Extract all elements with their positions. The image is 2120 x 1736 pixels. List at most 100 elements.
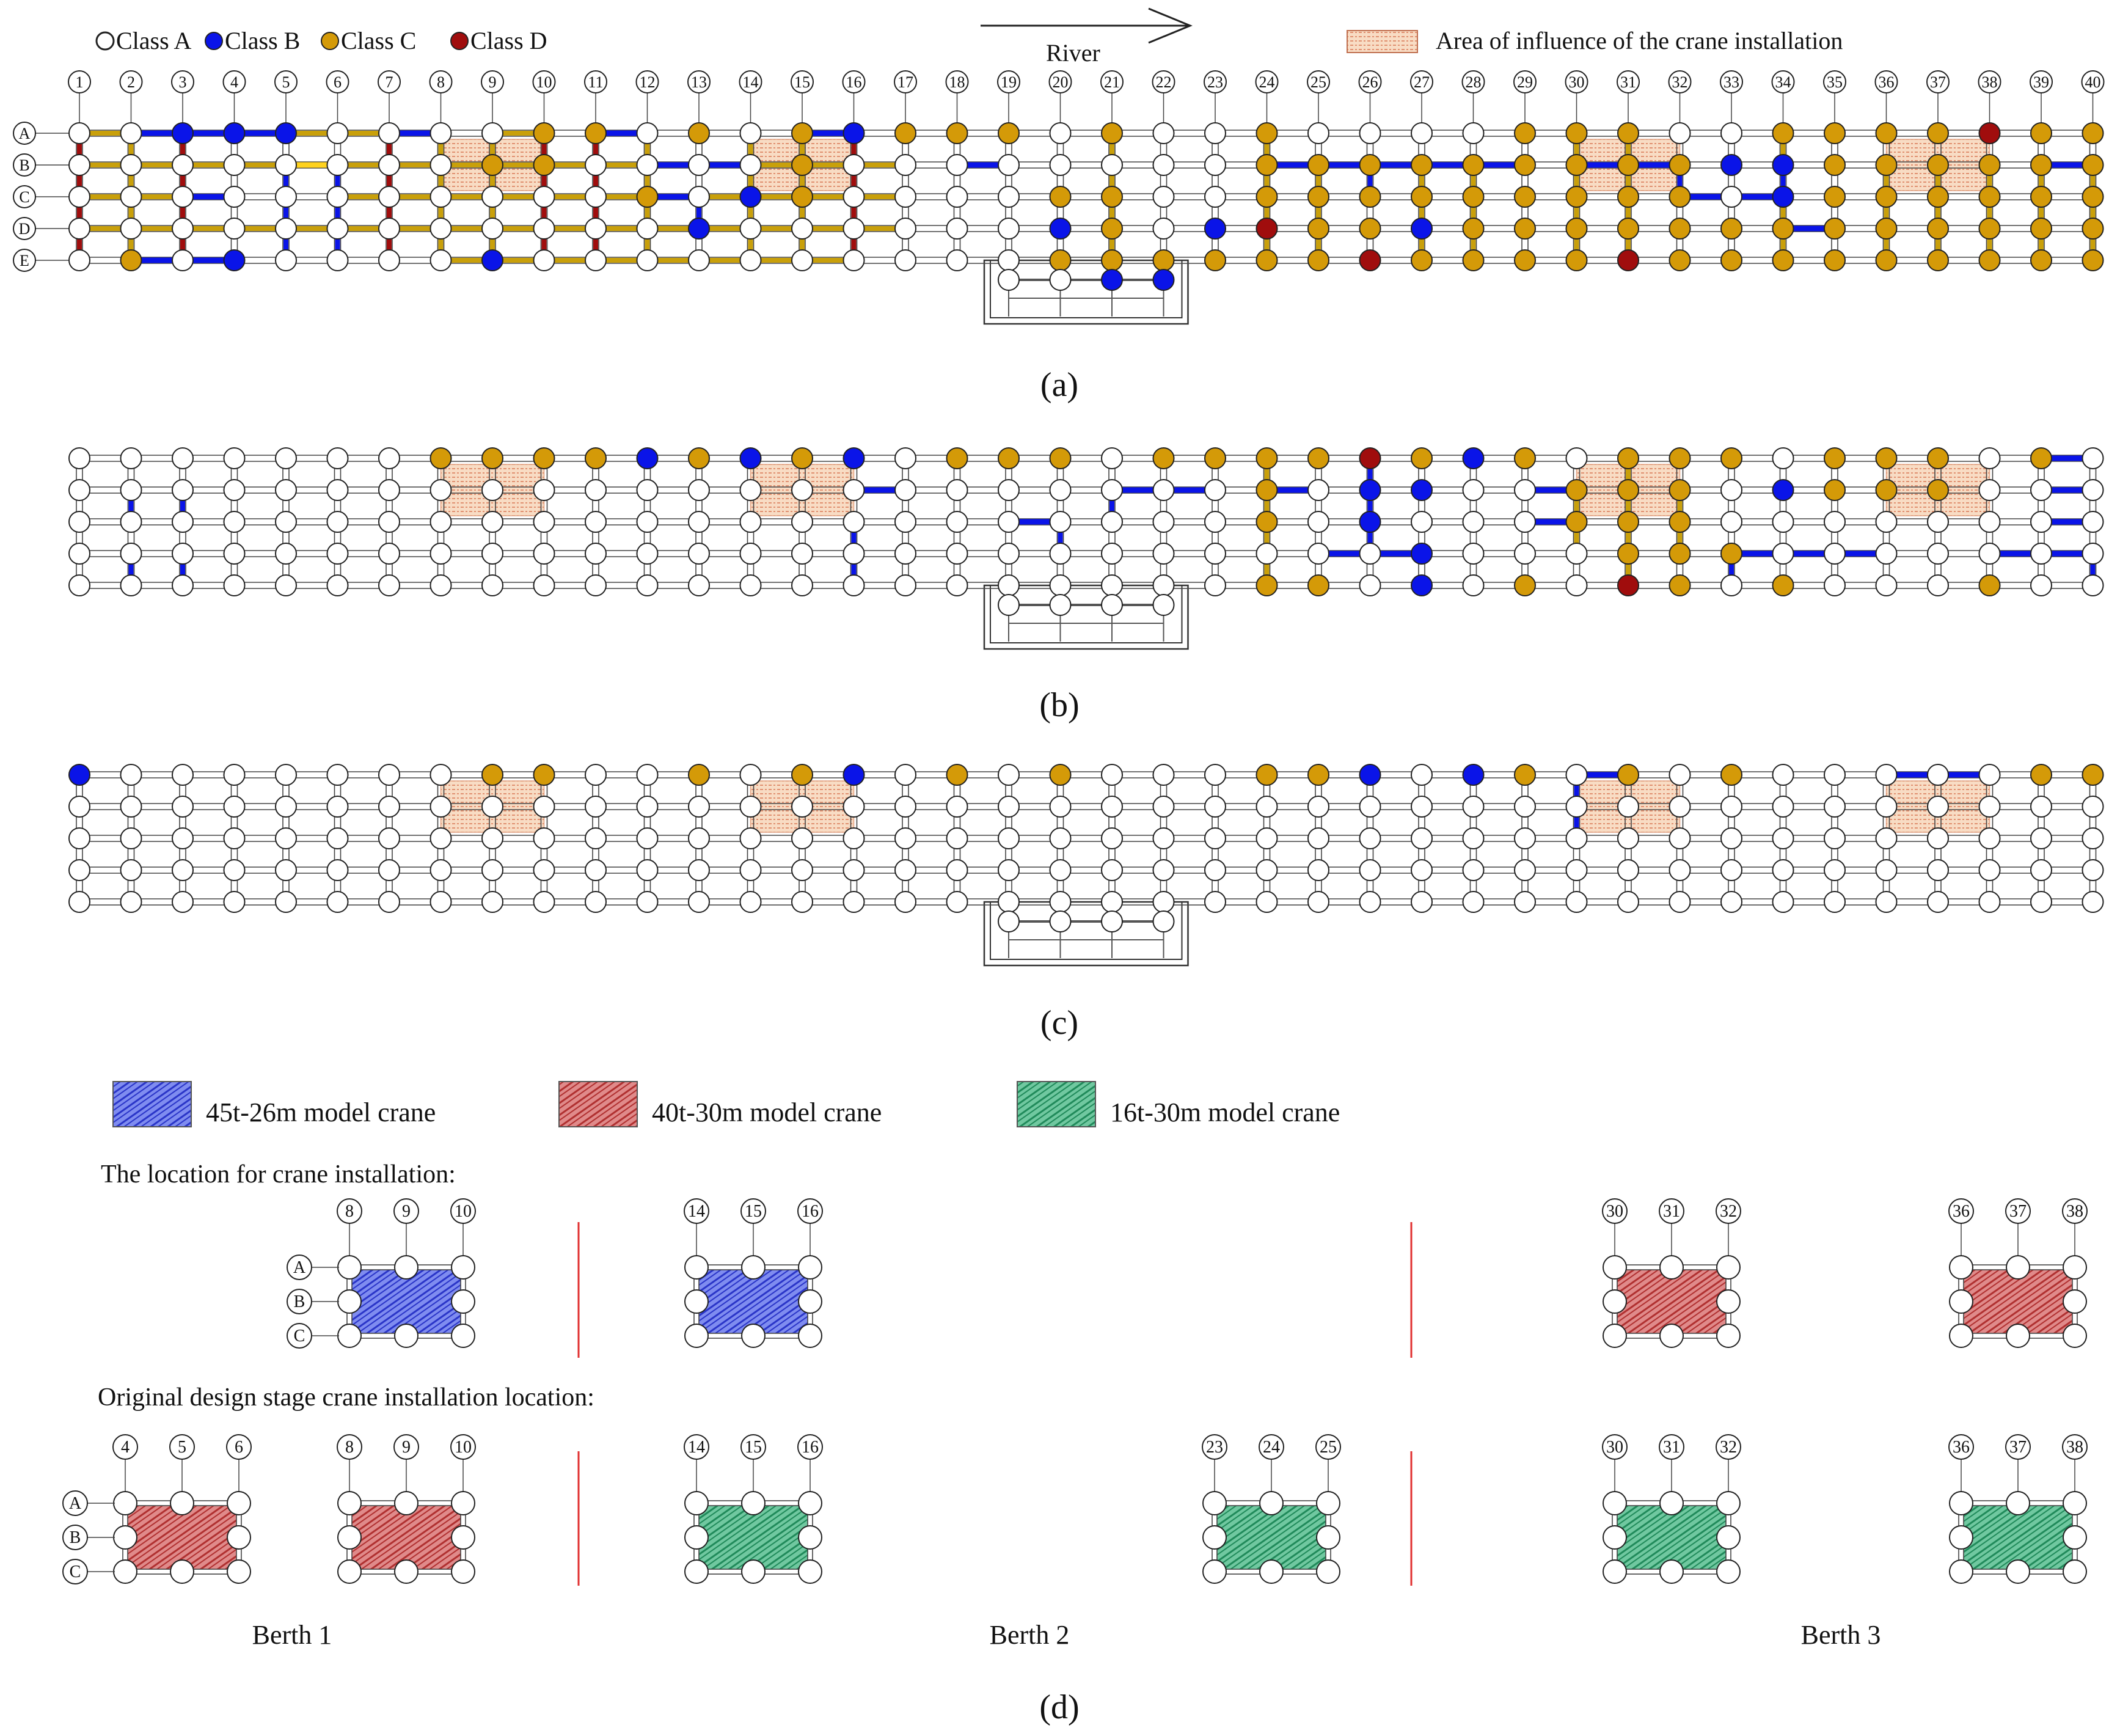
column-axis-label: 12 (640, 73, 656, 91)
row-axis-bubble (13, 217, 36, 240)
node-D19 (998, 543, 1020, 565)
node-A37 (1927, 447, 1949, 469)
node-C37 (1927, 186, 1949, 208)
node-A22 (1152, 122, 1175, 144)
node-A40 (2082, 122, 2104, 144)
node-A20 (1049, 764, 1072, 786)
class-c-legend-marker (321, 32, 339, 50)
row-axis-label: B (70, 1528, 81, 1547)
column-axis-label: 9 (402, 1438, 411, 1457)
node-A26 (1359, 764, 1381, 786)
node-C2 (120, 511, 142, 533)
node-B26 (1359, 154, 1381, 176)
node-A28 (1462, 764, 1485, 786)
row-axis-bubble (287, 1254, 312, 1280)
node-E28 (1462, 574, 1485, 596)
node-D20 (1049, 859, 1072, 881)
column-axis-bubble (740, 1434, 766, 1460)
node-D27 (1411, 859, 1433, 881)
bay-node (798, 1255, 822, 1280)
node-B30 (1565, 154, 1588, 176)
node-C24 (1256, 827, 1278, 849)
node-E8 (429, 249, 452, 271)
node-B17 (894, 154, 916, 176)
node-A26 (1359, 447, 1381, 469)
node-D21 (1101, 859, 1123, 881)
node-C36 (1875, 511, 1898, 533)
node-B12 (636, 479, 659, 501)
column-axis-bubble (393, 1434, 419, 1460)
row-axis-label: A (19, 125, 31, 142)
column-axis-bubble (2062, 1434, 2088, 1460)
node-D1 (68, 859, 90, 881)
column-axis-bubble (393, 1198, 419, 1224)
node-A24 (1256, 447, 1278, 469)
crane-legend-swatch (112, 1081, 192, 1127)
node-C35 (1824, 827, 1846, 849)
node-C16 (843, 186, 865, 208)
node-D5 (275, 218, 297, 240)
class-a-legend-marker (95, 31, 115, 51)
row-axis-bubble (13, 249, 36, 272)
node-D5 (275, 543, 297, 565)
bay-node (741, 1491, 766, 1515)
node-C17 (894, 827, 916, 849)
original-location-heading: Original design stage crane installation… (98, 1383, 594, 1412)
column-axis-bubble (68, 70, 91, 93)
bay-node (2063, 1559, 2087, 1584)
node-A17 (894, 764, 916, 786)
node-D21 (1101, 218, 1123, 240)
column-axis-label: 36 (1953, 1202, 1970, 1221)
node-E19 (998, 891, 1020, 913)
row-axis-label: D (19, 220, 31, 238)
column-axis-label: 5 (178, 1438, 186, 1457)
node-A29 (1514, 447, 1536, 469)
node-D17 (894, 543, 916, 565)
bay-node (2063, 1491, 2087, 1515)
node-C15 (791, 186, 813, 208)
node-A32 (1669, 447, 1691, 469)
bay-node (1659, 1559, 1684, 1584)
node-A23 (1204, 764, 1226, 786)
node-D9 (481, 859, 503, 881)
bay-node (1659, 1324, 1684, 1348)
column-axis-label: 38 (2066, 1438, 2083, 1457)
node-E34 (1772, 891, 1794, 913)
column-axis-bubble (1048, 70, 1072, 93)
node-D29 (1514, 543, 1536, 565)
node-A31 (1617, 764, 1639, 786)
node-E18 (946, 249, 968, 271)
column-axis-bubble (1948, 1434, 1974, 1460)
node-B3 (172, 479, 194, 501)
influence-legend-swatch (1347, 30, 1418, 53)
column-axis-label: 36 (1879, 73, 1895, 91)
node-E21 (1101, 574, 1123, 596)
node-C22 (1152, 186, 1175, 208)
node-E2 (120, 891, 142, 913)
node-D4 (223, 543, 246, 565)
column-axis-bubble (326, 70, 349, 93)
class-d-legend-label: Class D (470, 27, 547, 54)
node-C18 (946, 186, 968, 208)
bay-node (1949, 1324, 1973, 1348)
node-B2 (120, 479, 142, 501)
node-C21 (1101, 186, 1123, 208)
node-C38 (1978, 511, 2001, 533)
node-D36 (1875, 543, 1898, 565)
node-A8 (429, 122, 452, 144)
node-A19 (998, 447, 1020, 469)
node-A4 (223, 122, 246, 144)
bay-node (337, 1255, 362, 1280)
column-axis-bubble (894, 70, 917, 93)
column-axis-bubble (378, 70, 401, 93)
node-D7 (378, 218, 400, 240)
row-axis-label: A (293, 1258, 306, 1277)
node-C24 (1256, 186, 1278, 208)
bay-node (684, 1289, 709, 1314)
column-axis-bubble (945, 70, 969, 93)
bay-node (394, 1491, 419, 1515)
node-A33 (1720, 447, 1742, 469)
